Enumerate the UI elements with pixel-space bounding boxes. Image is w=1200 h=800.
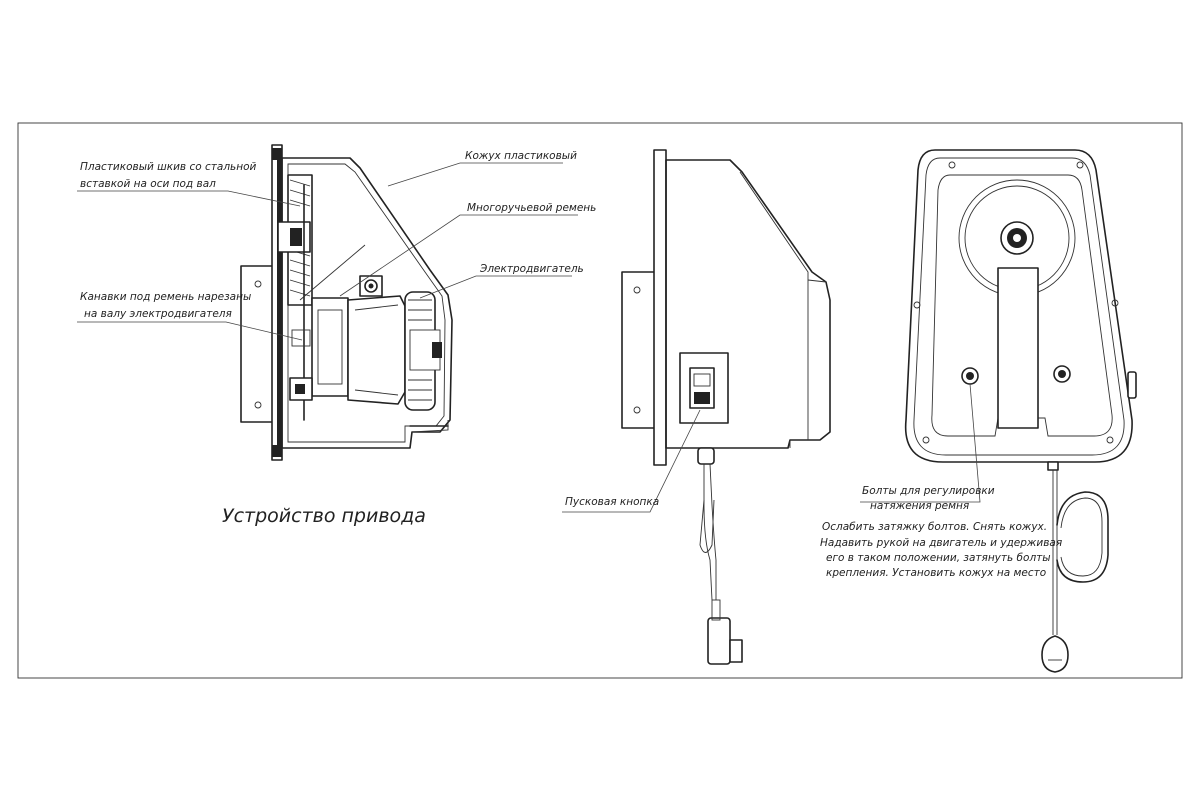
drawing-frame	[17, 122, 1183, 679]
front-casing	[904, 149, 1133, 463]
side-mounting-plate	[653, 149, 667, 466]
label-bolts-1: Болты для регулировки	[862, 485, 995, 497]
drawing-title: Устройство привода	[222, 505, 426, 527]
label-start-button: Пусковая кнопка	[565, 496, 659, 508]
instruction-line-2: Надавить рукой на двигатель и удерживая	[820, 537, 1062, 549]
side-plug	[707, 617, 731, 665]
label-pulley-2: вставкой на оси под вал	[80, 178, 216, 190]
side-casing	[665, 159, 831, 449]
motor-slot	[997, 267, 1039, 429]
label-grooves-2: на валу электродвигателя	[84, 308, 232, 320]
label-belt: Многоручьевой ремень	[467, 202, 596, 214]
section-view	[240, 144, 453, 461]
label-motor: Электродвигатель	[479, 263, 584, 275]
motor-rotor	[311, 297, 349, 397]
housing-section	[281, 157, 453, 449]
annotations: Пластиковый шкив со стальной вставкой на…	[80, 150, 1062, 579]
label-grooves-1: Канавки под ремень нарезаны	[80, 291, 251, 303]
front-cable	[1052, 470, 1058, 635]
leader-lines	[77, 162, 981, 513]
motor-body	[347, 295, 406, 405]
adjusting-bolt-right	[1053, 365, 1071, 383]
label-bolts-2: натяжения ремня	[870, 500, 969, 512]
front-view	[904, 149, 1137, 673]
instruction-line-4: крепления. Установить кожух на место	[826, 567, 1046, 579]
side-view	[621, 149, 831, 665]
front-plug	[1041, 635, 1069, 673]
side-bracket	[621, 271, 659, 429]
adjusting-bolt-left	[961, 367, 979, 385]
instruction-line-1: Ослабить затяжку болтов. Снять кожух.	[822, 521, 1047, 533]
side-cable	[703, 463, 717, 601]
label-pulley-1: Пластиковый шкив со стальной	[80, 161, 257, 173]
wall-bracket	[240, 265, 275, 423]
cable-gland	[697, 447, 715, 465]
label-casing: Кожух пластиковый	[465, 150, 577, 162]
instruction-line-3: его в таком положении, затянуть болты	[826, 552, 1051, 564]
